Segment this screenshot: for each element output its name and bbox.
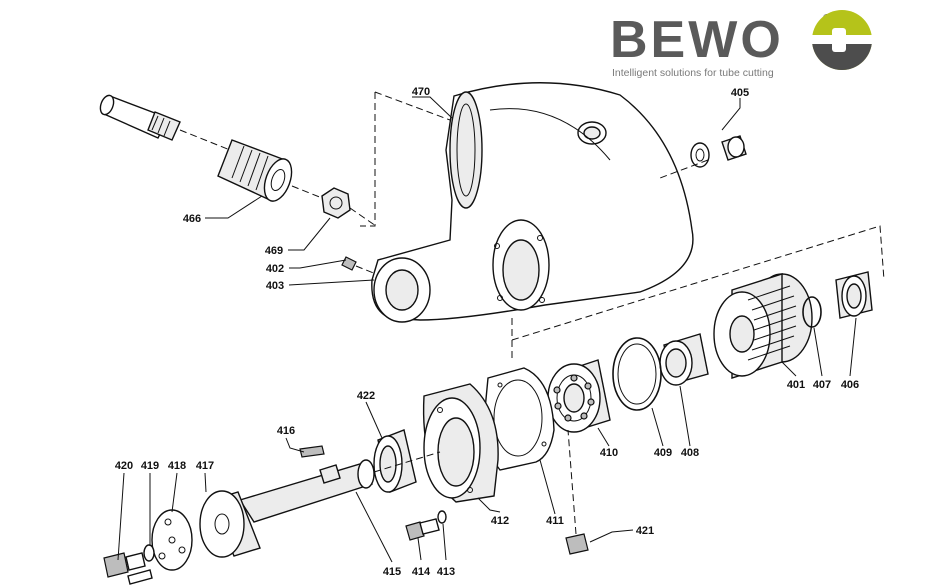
set-screw-part-402 bbox=[341, 256, 377, 275]
worm-gear-part-466 bbox=[217, 139, 323, 202]
part-label-412: 412 bbox=[491, 515, 509, 527]
plug-part-405 bbox=[659, 135, 747, 179]
flange-disc-part-417 bbox=[199, 490, 261, 558]
part-label-419: 419 bbox=[141, 460, 159, 472]
needle-bearing-gear-part-401 bbox=[713, 273, 813, 379]
part-label-422: 422 bbox=[357, 390, 375, 402]
hex-nut-part-469 bbox=[321, 187, 377, 227]
adapter-plate-part-418 bbox=[151, 509, 193, 571]
part-labels: 470 405 466 469 402 403 422 416 420 419 … bbox=[115, 86, 859, 578]
output-shaft-part-415 bbox=[238, 451, 441, 523]
leader-lines bbox=[117, 96, 857, 563]
part-label-410: 410 bbox=[600, 447, 618, 459]
part-label-421: 421 bbox=[636, 525, 654, 537]
part-label-414: 414 bbox=[412, 566, 431, 578]
logo-emblem-icon bbox=[812, 10, 872, 70]
part-label-406: 406 bbox=[841, 379, 859, 391]
part-label-469: 469 bbox=[265, 245, 283, 257]
part-label-418: 418 bbox=[168, 460, 186, 472]
brand-tagline: Intelligent solutions for tube cutting bbox=[612, 67, 774, 79]
feather-key-part-416 bbox=[299, 445, 325, 458]
o-ring-part-409 bbox=[612, 337, 662, 411]
part-label-466: 466 bbox=[183, 213, 201, 225]
part-label-408: 408 bbox=[681, 447, 699, 459]
brand-wordmark: BEWO bbox=[610, 11, 784, 69]
part-label-413: 413 bbox=[437, 566, 455, 578]
part-label-402: 402 bbox=[266, 263, 284, 275]
gear-housing-part-470 bbox=[371, 82, 694, 323]
part-label-420: 420 bbox=[115, 460, 133, 472]
drive-shaft-part bbox=[99, 94, 231, 151]
drain-plug-part-421 bbox=[565, 429, 589, 555]
part-label-415: 415 bbox=[383, 566, 401, 578]
sleeve-part-408 bbox=[659, 333, 709, 386]
part-label-407: 407 bbox=[813, 379, 831, 391]
bearing-flange-part-412 bbox=[422, 383, 499, 503]
part-label-411: 411 bbox=[546, 515, 564, 527]
part-label-417: 417 bbox=[196, 460, 214, 472]
washer-part-405 bbox=[690, 142, 710, 168]
shaft-seal-part-422 bbox=[373, 429, 417, 493]
cap-screw-part-414 bbox=[405, 518, 440, 541]
part-label-409: 409 bbox=[654, 447, 672, 459]
cap-screw-part-420 bbox=[103, 552, 146, 578]
part-label-401: 401 bbox=[787, 379, 805, 391]
washer-part-413 bbox=[437, 510, 447, 524]
dowel-pin-part-420 bbox=[127, 569, 153, 585]
circlip-part-407 bbox=[802, 296, 822, 328]
part-label-470: 470 bbox=[412, 86, 430, 98]
part-label-416: 416 bbox=[277, 425, 295, 437]
part-label-405: 405 bbox=[731, 87, 749, 99]
ball-bearing-part-410 bbox=[547, 359, 611, 433]
washer-part-419 bbox=[143, 544, 155, 562]
part-label-403: 403 bbox=[266, 280, 284, 292]
bearing-bush-part-406 bbox=[835, 271, 873, 319]
